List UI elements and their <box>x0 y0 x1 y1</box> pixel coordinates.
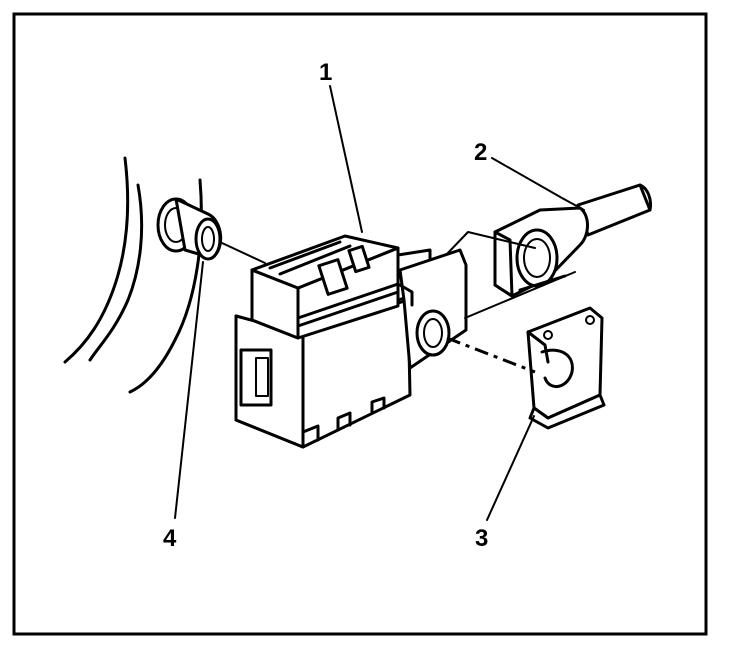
alignment-line-grommet <box>221 242 266 264</box>
alignment-line-arm <box>445 231 576 319</box>
leader-lines <box>174 85 585 521</box>
leader-3 <box>486 415 535 521</box>
retaining-clip-part-3 <box>526 306 606 430</box>
leader-4 <box>174 261 204 519</box>
callout-2: 2 <box>474 139 487 166</box>
pedal-arm-part-2 <box>493 183 652 298</box>
callout-3: 3 <box>475 525 488 552</box>
grommet-part-4 <box>156 197 223 261</box>
callout-1: 1 <box>319 59 332 86</box>
leader-2 <box>491 157 585 211</box>
leader-1 <box>329 85 363 233</box>
switch-part-1 <box>234 234 468 449</box>
callout-4: 4 <box>163 525 177 552</box>
